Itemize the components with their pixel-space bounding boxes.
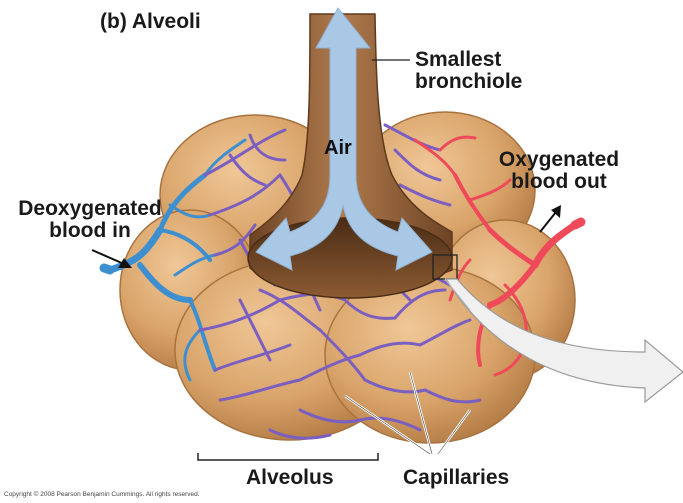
copyright-notice: Copyright © 2008 Pearson Benjamin Cummin… (4, 491, 200, 498)
air-label: Air (324, 137, 352, 160)
oxygenated-arrow (540, 212, 556, 232)
capillaries-label: Capillaries (403, 466, 509, 489)
smallest-bronchiole-label-line1: Smallest (415, 48, 501, 71)
figure-title: (b) Alveoli (100, 10, 201, 33)
alveolus-label: Alveolus (246, 466, 334, 489)
deoxygenated-arrow (92, 250, 124, 264)
oxygenated-label-line2: blood out (489, 170, 629, 193)
oxygenated-label-line1: Oxygenated (489, 148, 629, 171)
smallest-bronchiole-label-line2: bronchiole (415, 70, 522, 93)
deoxygenated-label-line2: blood in (6, 219, 174, 242)
alveolus-bracket (198, 453, 378, 460)
deoxygenated-label-line1: Deoxygenated (6, 197, 174, 220)
